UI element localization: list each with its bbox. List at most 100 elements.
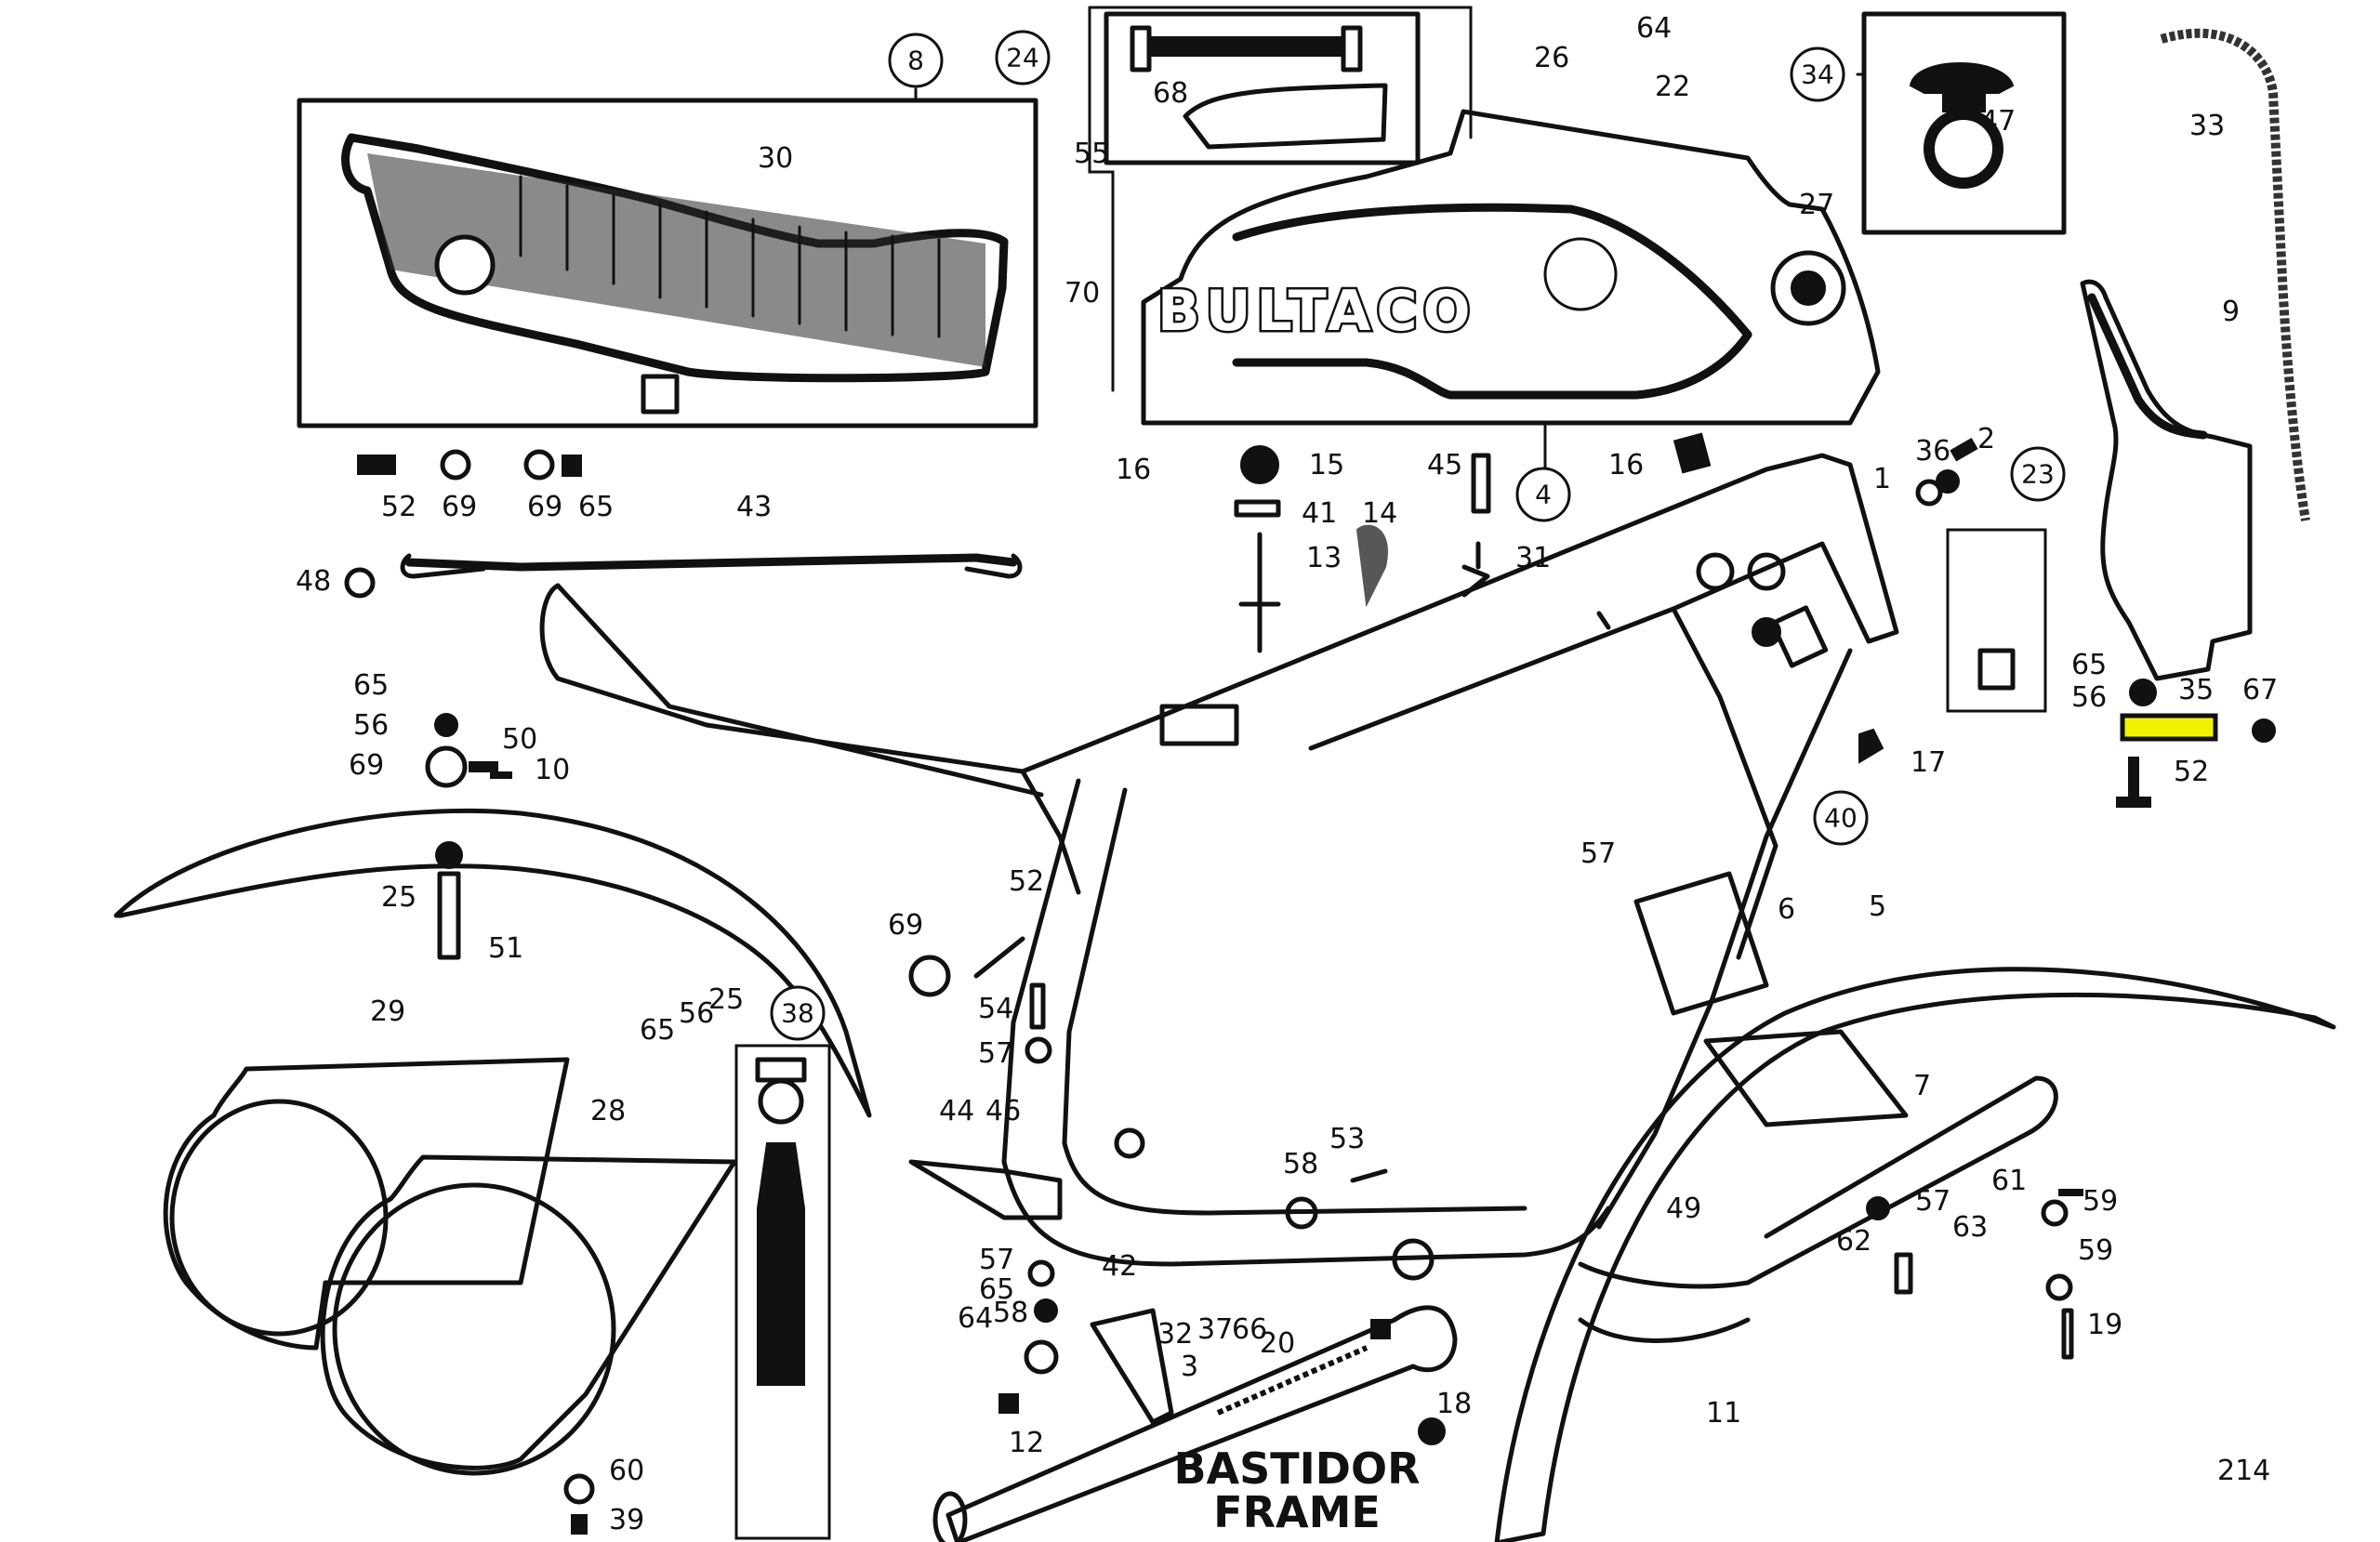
part-label-56[interactable]: 56 <box>679 997 714 1030</box>
part-label-27[interactable]: 27 <box>1799 189 1834 221</box>
part-label-69[interactable]: 69 <box>527 491 562 523</box>
part-label-3[interactable]: 3 <box>1181 1351 1198 1383</box>
part-label-49[interactable]: 49 <box>1666 1193 1701 1225</box>
callout-8[interactable]: 8 <box>888 33 944 88</box>
part-label-69[interactable]: 69 <box>888 909 923 942</box>
part-label-5[interactable]: 5 <box>1869 890 1886 923</box>
part-label-63[interactable]: 63 <box>1952 1211 1988 1244</box>
part-label-65[interactable]: 65 <box>979 1273 1014 1306</box>
footrest-bracket-44 <box>908 1159 1063 1220</box>
part-label-25[interactable]: 25 <box>381 881 416 914</box>
part-label-2[interactable]: 2 <box>1977 423 1995 455</box>
part-label-57[interactable]: 57 <box>1580 837 1616 870</box>
part-label-52[interactable]: 52 <box>381 491 416 523</box>
part-label-44[interactable]: 44 <box>939 1095 974 1127</box>
part-label-45[interactable]: 45 <box>1427 449 1462 481</box>
part-label-54[interactable]: 54 <box>978 993 1013 1025</box>
part-label-20[interactable]: 20 <box>1260 1327 1295 1360</box>
callout-23[interactable]: 23 <box>2010 446 2066 502</box>
part-label-52[interactable]: 52 <box>1009 865 1044 898</box>
part-label-39[interactable]: 39 <box>609 1504 644 1536</box>
part-label-1[interactable]: 1 <box>1873 463 1891 495</box>
part-label-48[interactable]: 48 <box>296 565 331 598</box>
part-label-37[interactable]: 37 <box>1197 1313 1233 1346</box>
tank-strap-kit <box>1088 6 1473 392</box>
callout-circle <box>1813 790 1869 846</box>
callout-number: 4 <box>1535 480 1552 510</box>
part-label-33[interactable]: 33 <box>2189 110 2225 142</box>
part-label-29[interactable]: 29 <box>370 995 405 1028</box>
part-label-57[interactable]: 57 <box>1915 1185 1950 1218</box>
part-label-31[interactable]: 31 <box>1515 542 1551 574</box>
part-label-10[interactable]: 10 <box>535 754 570 786</box>
part-label-43[interactable]: 43 <box>736 491 772 523</box>
highlighted-part-35[interactable] <box>2120 713 2218 742</box>
part-label-14[interactable]: 14 <box>1362 497 1397 530</box>
part-label-51[interactable]: 51 <box>488 932 523 965</box>
part-label-64[interactable]: 64 <box>1636 12 1672 45</box>
part-label-58[interactable]: 58 <box>993 1297 1028 1329</box>
part-label-25[interactable]: 25 <box>708 983 744 1016</box>
part-label-16[interactable]: 16 <box>1608 449 1644 481</box>
part-label-30[interactable]: 30 <box>758 142 793 175</box>
part-label-17[interactable]: 17 <box>1911 746 1946 779</box>
part-label-59[interactable]: 59 <box>2082 1185 2118 1218</box>
part-label-50[interactable]: 50 <box>502 723 537 756</box>
part-label-47[interactable]: 47 <box>1980 105 2016 138</box>
part-label-19[interactable]: 19 <box>2087 1309 2122 1341</box>
tank-outline <box>1141 109 1881 426</box>
callout-38[interactable]: 38 <box>770 985 826 1041</box>
part-label-56[interactable]: 56 <box>2071 681 2107 714</box>
part-label-55[interactable]: 55 <box>1074 138 1109 170</box>
part-label-13[interactable]: 13 <box>1306 542 1342 574</box>
strap-43 <box>404 553 1018 572</box>
part-label-18[interactable]: 18 <box>1436 1388 1472 1420</box>
callout-circle <box>1790 46 1845 102</box>
part-label-12[interactable]: 12 <box>1009 1427 1044 1459</box>
part-label-69[interactable]: 69 <box>349 749 384 782</box>
part-label-59[interactable]: 59 <box>2078 1234 2113 1267</box>
part-label-61[interactable]: 61 <box>1991 1165 2027 1197</box>
part-label-68[interactable]: 68 <box>1153 77 1188 110</box>
part-label-62[interactable]: 62 <box>1836 1225 1871 1258</box>
part-label-58[interactable]: 58 <box>1283 1148 1318 1180</box>
part-label-42[interactable]: 42 <box>1102 1250 1137 1283</box>
part-label-69[interactable]: 69 <box>442 491 477 523</box>
callout-34[interactable]: 34 <box>1790 46 1845 102</box>
part-label-16[interactable]: 16 <box>1116 454 1151 486</box>
part-label-60[interactable]: 60 <box>609 1455 644 1487</box>
part-label-46[interactable]: 46 <box>985 1095 1021 1127</box>
callout-40[interactable]: 40 <box>1813 790 1869 846</box>
part-label-15[interactable]: 15 <box>1309 449 1344 481</box>
part-label-26[interactable]: 26 <box>1534 42 1569 74</box>
part-label-7[interactable]: 7 <box>1913 1070 1931 1102</box>
part-label-65[interactable]: 65 <box>640 1014 675 1047</box>
strap-bar <box>1148 36 1345 57</box>
part-label-57[interactable]: 57 <box>979 1244 1014 1276</box>
part-label-9[interactable]: 9 <box>2222 296 2240 328</box>
part-label-32[interactable]: 32 <box>1157 1318 1193 1351</box>
part-label-36[interactable]: 36 <box>1915 435 1950 468</box>
part-label-35[interactable]: 35 <box>2178 674 2214 706</box>
part-label-66[interactable]: 66 <box>1232 1313 1267 1346</box>
callout-circle <box>888 33 944 88</box>
part-label-65[interactable]: 65 <box>578 491 614 523</box>
part-label-28[interactable]: 28 <box>590 1095 626 1127</box>
part-label-53[interactable]: 53 <box>1329 1123 1365 1155</box>
part-label-65[interactable]: 65 <box>2071 649 2107 681</box>
part-label-65[interactable]: 65 <box>353 669 389 702</box>
part-label-6[interactable]: 6 <box>1778 893 1795 926</box>
part-label-64[interactable]: 64 <box>958 1302 993 1335</box>
part-label-57[interactable]: 57 <box>978 1037 1013 1070</box>
part-label-67[interactable]: 67 <box>2242 674 2278 706</box>
part-label-56[interactable]: 56 <box>353 709 389 742</box>
part-label-41[interactable]: 41 <box>1302 497 1337 530</box>
callout-4[interactable]: 4 <box>1515 467 1571 522</box>
callout-24[interactable]: 24 <box>995 30 1051 86</box>
part-label-11[interactable]: 11 <box>1706 1397 1741 1430</box>
part-label-70[interactable]: 70 <box>1064 277 1100 310</box>
part-label-52[interactable]: 52 <box>2174 756 2209 788</box>
part-label-22[interactable]: 22 <box>1655 71 1690 103</box>
callout-number: 38 <box>781 998 814 1029</box>
